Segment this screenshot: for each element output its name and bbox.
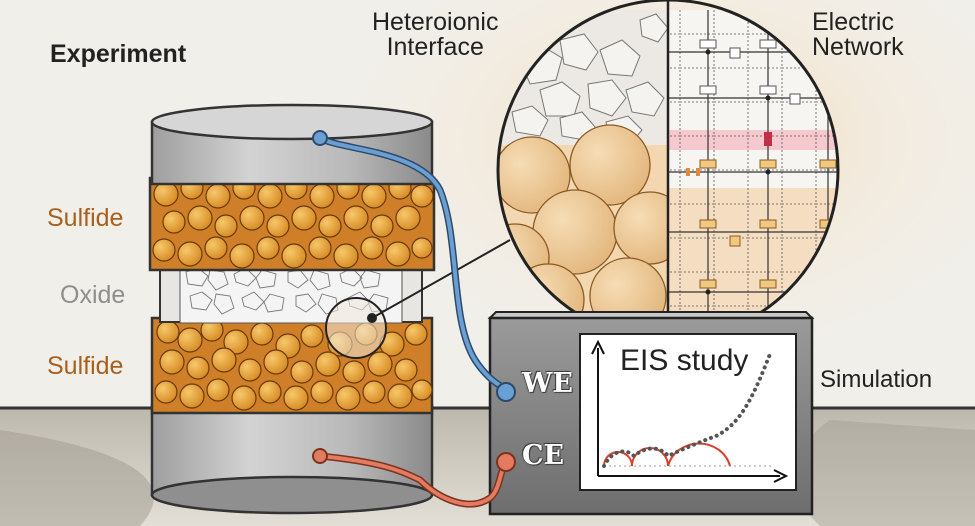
- zoom-leader-line: [371, 239, 511, 319]
- simulation-label: Simulation: [820, 366, 933, 393]
- bottom-electrode: [150, 403, 434, 515]
- sulfide-label-bottom: Sulfide: [47, 352, 124, 380]
- eis-plot: [591, 339, 789, 483]
- analyzer-box: [487, 311, 815, 516]
- ce-port: [496, 452, 516, 472]
- plot-dotted-curve: [602, 352, 772, 468]
- ground-shading-2: [792, 420, 975, 526]
- sulfide-layer-bottom: [150, 316, 434, 415]
- we-port-label: WE: [522, 368, 573, 399]
- ce-port-label: CE: [522, 440, 565, 471]
- sulfide-label-top: Sulfide: [47, 204, 124, 232]
- heteroionic-interface-label: Heteroionic Interface: [372, 8, 499, 61]
- oxide-label: Oxide: [60, 281, 126, 309]
- experiment-title: Experiment: [50, 40, 187, 68]
- ground-shading: [0, 430, 154, 526]
- plot-x-arrow: [773, 469, 789, 483]
- plot-y-arrow: [591, 339, 605, 355]
- we-wire-end-top: [312, 130, 328, 146]
- magnifier-circle: [325, 297, 387, 359]
- we-port: [496, 382, 516, 402]
- electric-network-label: Electric Network: [812, 8, 904, 61]
- sulfide-layer-top: [148, 176, 436, 272]
- plot-screen: [579, 333, 797, 491]
- eis-study-label: EIS study: [620, 344, 749, 377]
- ce-wire-end-bottom: [312, 448, 328, 464]
- top-electrode: [150, 103, 434, 186]
